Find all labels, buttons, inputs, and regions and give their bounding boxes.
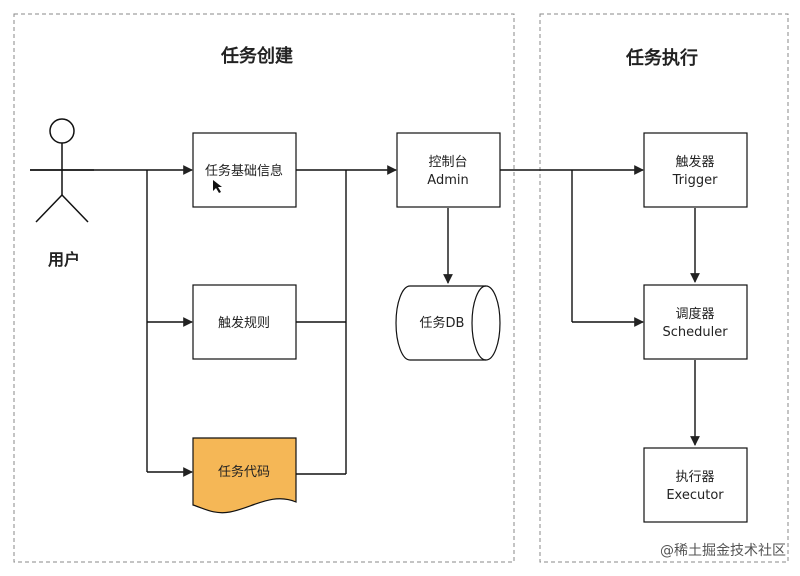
scheduler-node: 调度器 Scheduler	[643, 284, 748, 360]
task-code-node: 任务代码	[192, 437, 297, 514]
task-execution-group	[539, 13, 789, 563]
executor-label-cn: 执行器	[675, 470, 714, 485]
forms-to-admin-connectors	[296, 165, 397, 475]
trigger-rule-node: 触发规则	[192, 284, 297, 360]
task-creation-title: 任务创建	[220, 45, 293, 67]
scheduler-label-en: Scheduler	[662, 325, 728, 340]
trigger-rule-label: 触发规则	[218, 315, 270, 331]
task-info-node: 任务基础信息	[192, 132, 297, 208]
admin-to-execution-connectors	[500, 165, 644, 327]
admin-node: 控制台 Admin	[396, 132, 501, 208]
task-db-node: 任务DB	[395, 285, 501, 361]
task-execution-title: 任务执行	[625, 47, 698, 69]
admin-label-en: Admin	[427, 173, 468, 188]
executor-label-en: Executor	[666, 488, 724, 503]
scheduler-label-cn: 调度器	[675, 306, 714, 322]
task-db-label: 任务DB	[420, 315, 465, 331]
user-connectors	[30, 165, 193, 477]
watermark-credit: @稀土掘金技术社区	[660, 543, 786, 559]
trigger-label-cn: 触发器	[675, 154, 714, 170]
user-label: 用户	[48, 250, 80, 269]
admin-label-cn: 控制台	[428, 155, 467, 170]
mouse-cursor-icon	[213, 180, 222, 193]
trigger-node: 触发器 Trigger	[643, 132, 748, 208]
trigger-label-en: Trigger	[672, 173, 718, 188]
task-creation-group	[13, 13, 515, 563]
task-info-label: 任务基础信息	[205, 163, 283, 179]
task-code-label: 任务代码	[218, 464, 270, 480]
executor-node: 执行器 Executor	[643, 447, 748, 523]
